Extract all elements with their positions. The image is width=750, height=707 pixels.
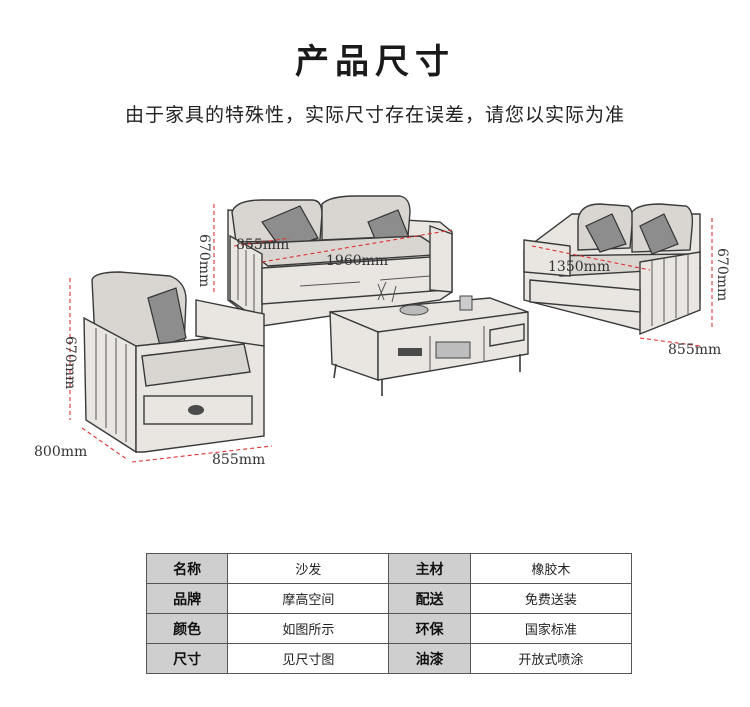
spec-value: 摩高空间 [227, 583, 390, 614]
spec-value: 国家标准 [469, 613, 633, 644]
sofa2-width-label: 1350mm [548, 259, 610, 275]
spec-label: 品牌 [145, 583, 229, 614]
sofa2-height-label: 670mm [714, 248, 730, 301]
spec-label: 主材 [388, 553, 471, 584]
spec-row: 颜色 如图所示 环保 国家标准 [145, 613, 633, 644]
coffee-table [329, 281, 529, 396]
page-title: 产品尺寸 [295, 42, 455, 82]
spec-label: 尺寸 [145, 643, 229, 674]
spec-row: 品牌 摩高空间 配送 免费送装 [145, 583, 633, 614]
spec-label: 环保 [388, 613, 471, 644]
spec-label: 油漆 [388, 643, 471, 674]
sofa3-height-label: 670mm [196, 234, 212, 287]
spec-row: 尺寸 见尺寸图 油漆 开放式喷涂 [145, 643, 633, 674]
spec-value: 橡胶木 [469, 553, 633, 584]
sofa3-depth-label: 855mm [236, 237, 289, 253]
page-subtitle: 由于家具的特殊性，实际尺寸存在误差，请您以实际为准 [124, 104, 625, 126]
spec-value: 沙发 [227, 553, 390, 584]
spec-table: 名称 沙发 主材 橡胶木 品牌 摩高空间 配送 免费送装 颜色 如图所示 环保 … [145, 553, 633, 674]
spec-label: 名称 [145, 553, 229, 584]
chair-depth-label: 855mm [212, 452, 265, 468]
spec-value: 见尺寸图 [227, 643, 390, 674]
spec-label: 颜色 [145, 613, 229, 644]
two-seat-sofa [523, 203, 702, 336]
spec-label: 配送 [388, 583, 471, 614]
spec-value: 如图所示 [227, 613, 390, 644]
spec-value: 免费送装 [469, 583, 633, 614]
spec-row: 名称 沙发 主材 橡胶木 [145, 553, 633, 584]
sofa2-depth-label: 855mm [668, 342, 721, 358]
chair-width-label: 800mm [34, 444, 87, 460]
sofa3-width-label: 1960mm [326, 253, 388, 269]
chair-height-label: 670mm [62, 336, 78, 389]
spec-value: 开放式喷涂 [469, 643, 633, 674]
single-chair [83, 271, 265, 454]
dimension-lines [69, 204, 713, 463]
furniture-illustration: 670mm 800mm 855mm 670mm 855mm 1960mm 135… [34, 195, 730, 468]
